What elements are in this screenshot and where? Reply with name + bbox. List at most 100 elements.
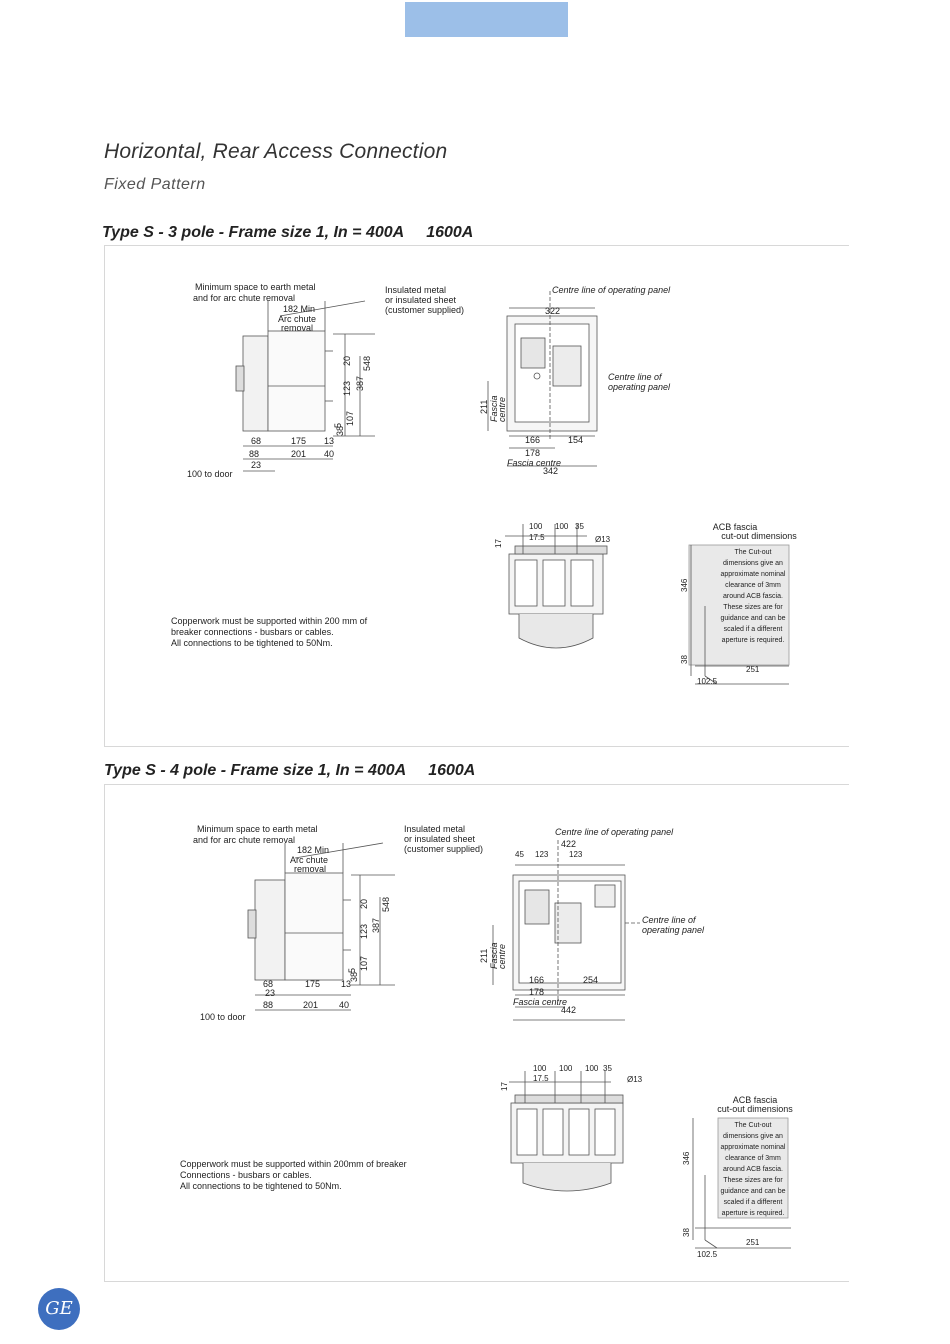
dim2-123a: 123 <box>535 850 549 859</box>
rear2-hole: Ø13 <box>627 1075 643 1084</box>
side-arc-note-label: and for arc chute removal <box>193 293 295 303</box>
section-3pole-heading: Type S - 3 pole - Frame size 1, In = 400… <box>102 224 474 241</box>
dim-23: 23 <box>251 460 261 470</box>
drawing-4pole: Minimum space to earth metal and for arc… <box>180 824 793 1259</box>
rear-100a: 100 <box>529 522 543 531</box>
svg-text:around ACB fascia.: around ACB fascia. <box>723 593 783 600</box>
side2-door-label: 100 to door <box>200 1012 246 1022</box>
svg-text:These sizes are for: These sizes are for <box>723 604 783 611</box>
page-subtitle: Fixed Pattern <box>104 176 206 193</box>
dim-13: 13 <box>324 436 334 446</box>
fascia2-centre-label: Fascia centre <box>513 997 567 1007</box>
rear2-17: 17 <box>500 1082 509 1091</box>
fascia-v1: Fascia <box>489 395 499 422</box>
svg-text:approximate nominal: approximate nominal <box>721 1144 786 1151</box>
dim2-40: 40 <box>339 1000 349 1010</box>
side2-min-space-label: Minimum space to earth metal <box>197 824 318 834</box>
cutout-desc-4pole: The Cut-out dimensions give an approxima… <box>721 1122 786 1217</box>
dim-5: 5 <box>333 423 343 428</box>
dim2-38: 38 <box>349 972 359 982</box>
cutout2-title1: ACB fascia <box>733 1095 778 1105</box>
side2-ins-sheet-label: or insulated sheet <box>404 834 476 844</box>
dim2-88: 88 <box>263 1000 273 1010</box>
dim2-45: 45 <box>515 850 524 859</box>
rear-100b: 100 <box>555 522 569 531</box>
svg-text:scaled if a different: scaled if a different <box>724 626 783 633</box>
dim2-387: 387 <box>371 918 381 933</box>
cutout2-38: 38 <box>682 1228 691 1237</box>
side-ins-sheet-label: or insulated sheet <box>385 295 457 305</box>
svg-text:dimensions give an: dimensions give an <box>723 1133 783 1140</box>
dim-211: 211 <box>479 400 489 414</box>
cutout2-251: 251 <box>746 1238 760 1247</box>
dim-123: 123 <box>342 381 352 396</box>
svg-text:guidance and can be: guidance and can be <box>721 1188 786 1195</box>
dim-20: 20 <box>342 356 352 366</box>
fascia2-v1: Fascia <box>489 942 499 969</box>
rear-view-4pole <box>509 1071 624 1192</box>
cutout-102-5: 102.5 <box>697 677 718 686</box>
side-ins-metal-label: Insulated metal <box>385 285 446 295</box>
rear2-100a: 100 <box>533 1064 547 1073</box>
svg-text:The Cut-out: The Cut-out <box>735 549 772 556</box>
svg-text:aperture is required.: aperture is required. <box>722 1210 785 1217</box>
cutout-3pole <box>688 544 790 685</box>
side-removal-label: removal <box>281 323 313 333</box>
side-view-3pole <box>235 300 375 472</box>
fascia2-v2: centre <box>497 944 507 969</box>
dim-178: 178 <box>525 448 540 458</box>
dim-40: 40 <box>324 449 334 459</box>
rear-35: 35 <box>575 522 584 531</box>
side2-ins-metal-label: Insulated metal <box>404 824 465 834</box>
dim2-201: 201 <box>303 1000 318 1010</box>
cutout2-346: 346 <box>682 1151 691 1165</box>
rear2-17-5: 17.5 <box>533 1074 549 1083</box>
dim2-442: 442 <box>561 1005 576 1015</box>
front-centre-side-1: Centre line of <box>608 372 663 382</box>
rear2-100b: 100 <box>559 1064 573 1073</box>
dim-38: 38 <box>335 426 345 436</box>
rear-17: 17 <box>494 539 503 548</box>
side2-arc-chute-label: Arc chute <box>290 855 328 865</box>
svg-text:These sizes are for: These sizes are for <box>723 1177 783 1184</box>
side-min-space-label: Minimum space to earth metal <box>195 282 316 292</box>
fascia-centre-label: Fascia centre <box>507 458 561 468</box>
note-3pole-line1: Copperwork must be supported within 200 … <box>171 616 368 626</box>
svg-text:around ACB fascia.: around ACB fascia. <box>723 1166 783 1173</box>
dim-322: 322 <box>545 306 560 316</box>
rear-hole: Ø13 <box>595 535 611 544</box>
note-4pole-line3: All connections to be tightened to 50Nm. <box>180 1181 342 1191</box>
dim2-178: 178 <box>529 987 544 997</box>
cutout-title2: cut-out dimensions <box>721 531 797 541</box>
dim2-123: 123 <box>359 924 369 939</box>
fascia-v2: centre <box>497 397 507 422</box>
dim2-5: 5 <box>347 968 357 973</box>
note-3pole-line3: All connections to be tightened to 50Nm. <box>171 638 333 648</box>
side2-arc-note-label: and for arc chute removal <box>193 835 295 845</box>
dim2-254: 254 <box>583 975 598 985</box>
ge-logo: GE <box>38 1288 80 1330</box>
rear-view-3pole <box>505 524 608 649</box>
cutout-desc-3pole: The Cut-out dimensions give an approxima… <box>721 549 786 644</box>
rear2-35: 35 <box>603 1064 612 1073</box>
front-centre-side-2: operating panel <box>608 382 671 392</box>
side-door-label: 100 to door <box>187 469 233 479</box>
svg-text:aperture is required.: aperture is required. <box>722 637 785 644</box>
dim2-175: 175 <box>305 979 320 989</box>
svg-text:clearance of 3mm: clearance of 3mm <box>725 582 781 589</box>
drawing-frame-3pole: Minimum space to earth metal and for arc… <box>104 245 849 747</box>
dim2-13: 13 <box>341 979 351 989</box>
note-4pole-line1: Copperwork must be supported within 200m… <box>180 1159 407 1169</box>
dim-154: 154 <box>568 435 583 445</box>
side-182-label: 182 Min <box>283 304 315 314</box>
dim-166: 166 <box>525 435 540 445</box>
front2-centre-side-2: operating panel <box>642 925 705 935</box>
dim-68: 68 <box>251 436 261 446</box>
side-view-4pole <box>247 842 395 1011</box>
dim2-20: 20 <box>359 899 369 909</box>
cutout-38: 38 <box>680 655 689 664</box>
dim-201: 201 <box>291 449 306 459</box>
section-4pole-heading: Type S - 4 pole - Frame size 1, In = 400… <box>104 762 476 779</box>
dim-175: 175 <box>291 436 306 446</box>
svg-text:clearance of 3mm: clearance of 3mm <box>725 1155 781 1162</box>
